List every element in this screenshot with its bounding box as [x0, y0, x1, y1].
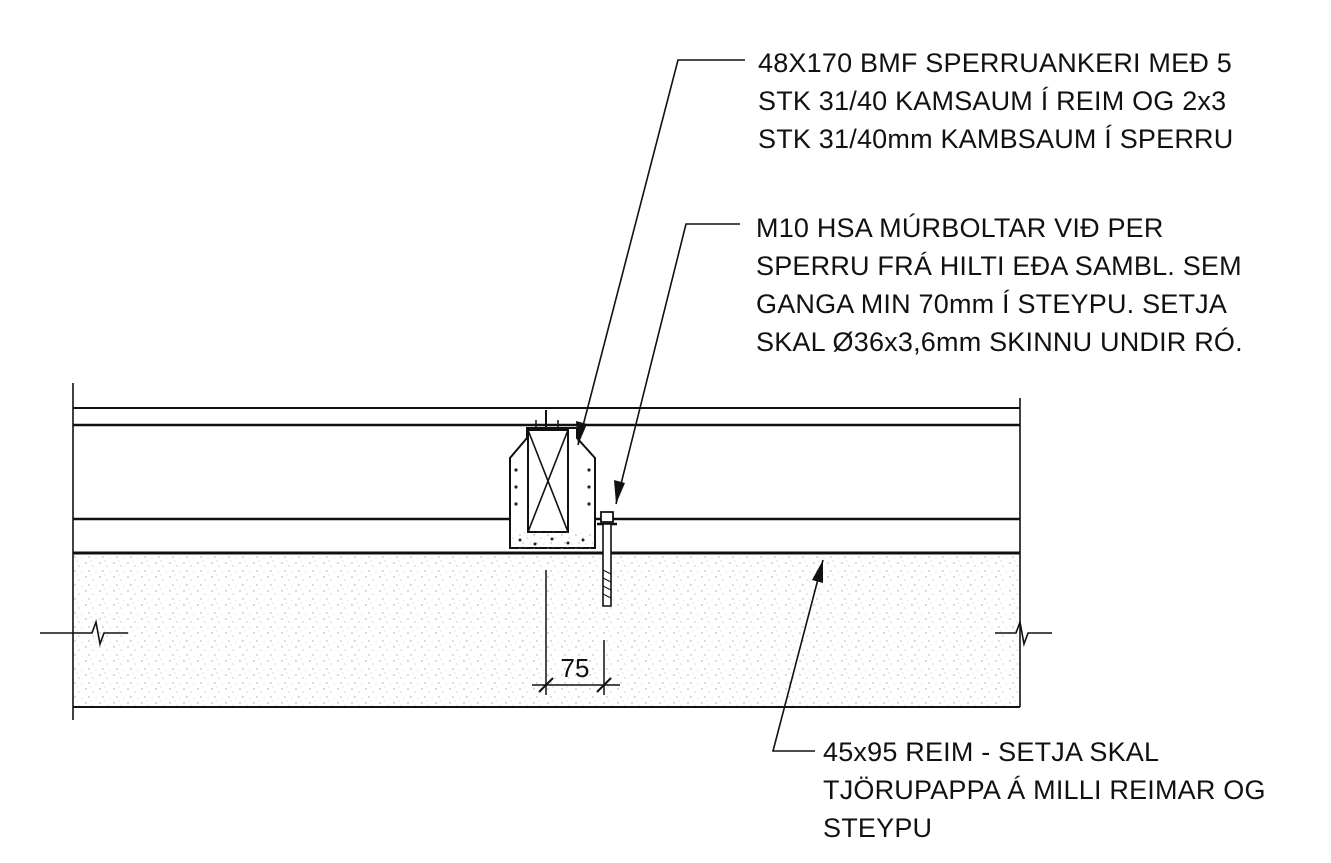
break-symbol-right	[995, 622, 1052, 644]
dimension-75	[532, 570, 620, 695]
plate-note: 45x95 REIM - SETJA SKAL TJÖRUPAPPA Á MIL…	[823, 733, 1266, 847]
bolt-note-line-2: SPERRU FRÁ HILTI EÐA SAMBL. SEM	[756, 251, 1242, 281]
rafter-anchor-note-line-2: STK 31/40 KAMSAUM Í REIM OG 2x3	[758, 86, 1227, 116]
plate-note-line-1: 45x95 REIM - SETJA SKAL	[823, 737, 1160, 767]
leader-lines	[578, 60, 823, 751]
timber-lines	[73, 408, 1020, 553]
dimension-label: 75	[561, 653, 590, 683]
bolt-note-line-4: SKAL Ø36x3,6mm SKINNU UNDIR RÓ.	[756, 327, 1243, 357]
leader-arrowheads	[576, 421, 823, 583]
rafter-anchor-bracket	[509, 410, 596, 549]
break-symbol-left	[40, 622, 128, 644]
rafter-anchor-note-line-3: STK 31/40mm KAMBSAUM Í SPERRU	[758, 124, 1234, 154]
plate-note-line-2: TJÖRUPAPPA Á MILLI REIMAR OG	[823, 775, 1266, 805]
anchor-bolt	[597, 512, 617, 606]
rafter-anchor-note-line-1: 48X170 BMF SPERRUANKERI MEÐ 5	[758, 48, 1232, 78]
plate-note-line-3: STEYPU	[823, 813, 933, 843]
bolt-note-line-1: M10 HSA MÚRBOLTAR VIÐ PER	[756, 213, 1164, 243]
bolt-note: M10 HSA MÚRBOLTAR VIÐ PER SPERRU FRÁ HIL…	[756, 209, 1243, 361]
rafter-anchor-note: 48X170 BMF SPERRUANKERI MEÐ 5 STK 31/40 …	[758, 44, 1233, 158]
bolt-note-line-3: GANGA MIN 70mm Í STEYPU. SETJA	[756, 289, 1228, 319]
